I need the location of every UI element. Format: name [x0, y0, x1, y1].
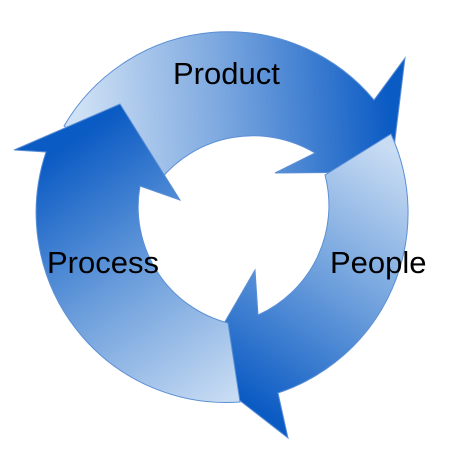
- people-arrow-segment: [197, 133, 409, 440]
- process-arrow-segment: [13, 103, 241, 403]
- label-people: People: [330, 245, 427, 280]
- label-product: Product: [173, 56, 280, 91]
- product-arrow-segment: [63, 31, 406, 181]
- label-process: Process: [47, 245, 159, 280]
